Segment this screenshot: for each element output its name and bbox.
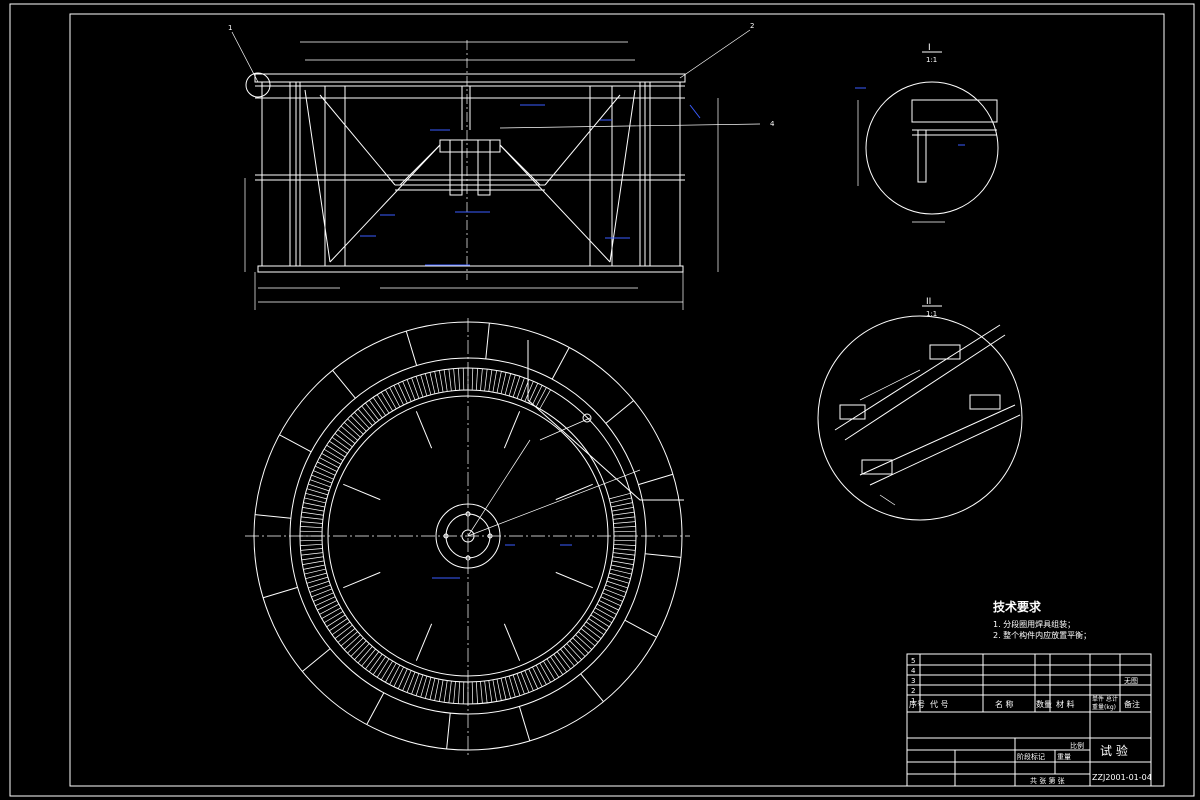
- detail-ii-label: II: [926, 297, 931, 307]
- elevation-view: 1 2 4: [228, 22, 775, 310]
- row-seq-2: 2: [911, 687, 915, 695]
- tech-item-1: 1. 分段圈用焊具组装；: [993, 620, 1076, 629]
- drawing-frame: [69, 13, 1165, 787]
- row-seq-4: 4: [911, 667, 916, 675]
- tooth-ring: [300, 368, 636, 704]
- detail-ii-scale: 1:1: [926, 310, 937, 318]
- sheet-text: 共 张 第 张: [1030, 776, 1065, 785]
- row-seq-1: 1: [911, 697, 915, 705]
- weight-label: 重量: [1057, 753, 1071, 761]
- header-unit-weight: 单件 总计: [1092, 695, 1118, 703]
- callout-2: 2: [750, 22, 754, 30]
- segment-lines: [255, 323, 681, 749]
- detail-ii: II 1:1: [817, 297, 1023, 521]
- tech-title: 技术要求: [993, 600, 1042, 614]
- detail-i-label: I: [928, 43, 931, 53]
- sheet-border: [9, 3, 1195, 797]
- header-qty: 数量: [1036, 699, 1052, 709]
- part-name: 试 验: [1100, 743, 1128, 758]
- stage-label: 阶段标记: [1017, 752, 1045, 761]
- header-seq: 序号: [909, 699, 925, 709]
- header-material: 材 料: [1056, 699, 1075, 709]
- scale-label: 比例: [1070, 741, 1084, 750]
- drawing-number: ZZJ2001-01-04: [1092, 773, 1152, 782]
- tech-requirements: 技术要求 1. 分段圈用焊具组装； 2. 整个构件内应放置平衡；: [993, 598, 1091, 641]
- header-weight: 重量(kg): [1092, 703, 1116, 711]
- spokes: [343, 411, 593, 661]
- plan-view: [245, 318, 690, 755]
- row-seq-3: 3: [911, 677, 915, 685]
- header-remark: 备注: [1124, 699, 1140, 709]
- title-block: 序号 代 号 名 称 数量 材 料 单件 总计 重量(kg) 备注 5 4 3 …: [906, 653, 1152, 787]
- callout-4: 4: [770, 120, 775, 128]
- row-seq-5: 5: [911, 657, 915, 665]
- detail-i: I 1:1: [855, 43, 999, 223]
- callout-1: 1: [228, 24, 232, 32]
- tech-item-2: 2. 整个构件内应放置平衡；: [993, 631, 1092, 640]
- header-code: 代 号: [930, 699, 949, 709]
- header-name: 名 称: [995, 699, 1014, 709]
- row-remark-1: 无图: [1124, 677, 1138, 685]
- detail-i-scale: 1:1: [926, 56, 937, 64]
